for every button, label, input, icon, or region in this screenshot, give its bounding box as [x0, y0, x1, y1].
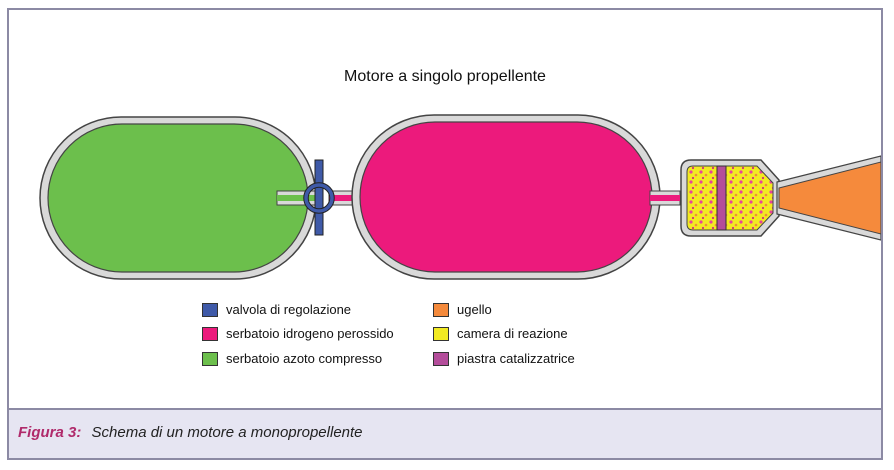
legend-swatch-nitrogen-tank: [202, 351, 218, 366]
legend-swatch-valve: [202, 302, 218, 317]
catalyst-plate: [716, 165, 727, 231]
peroxide-feed-pipe: [649, 190, 681, 206]
legend-item-nozzle: ugello: [433, 302, 492, 317]
legend-swatch-catalyst-plate: [433, 351, 449, 366]
caption-label: Figura 3:: [18, 424, 82, 441]
caption-text: Schema di un motore a monopropellente: [91, 424, 363, 441]
legend-item-reaction-chamber: camera di reazione: [433, 326, 568, 341]
legend-swatch-peroxide-tank: [202, 326, 218, 341]
legend-label-catalyst-plate: piastra catalizzatrice: [457, 351, 575, 366]
peroxide-tank: [351, 114, 661, 280]
figure-caption: Figura 3: Schema di un motore a monoprop…: [18, 424, 363, 441]
legend-item-catalyst-plate: piastra catalizzatrice: [433, 351, 575, 366]
regulation-valve: [303, 159, 335, 236]
legend-label-peroxide-tank: serbatoio idrogeno perossido: [226, 326, 394, 341]
nozzle: [776, 155, 881, 241]
reaction-chamber: [680, 159, 780, 237]
legend-item-peroxide-tank: serbatoio idrogeno perossido: [202, 326, 394, 341]
figure-frame: Motore a singolo propellente: [7, 8, 883, 460]
legend-label-nitrogen-tank: serbatoio azoto compresso: [226, 351, 383, 366]
diagram-title: Motore a singolo propellente: [344, 68, 546, 85]
legend-item-valve: valvola di regolazione: [202, 302, 351, 317]
nitrogen-pipe: [276, 190, 320, 206]
diagram-area: Motore a singolo propellente: [9, 10, 881, 408]
caption-bar: Figura 3: Schema di un motore a monoprop…: [9, 408, 881, 458]
engine-schematic: [39, 114, 881, 280]
legend-swatch-nozzle: [433, 302, 449, 317]
legend-item-nitrogen-tank: serbatoio azoto compresso: [202, 351, 382, 366]
legend-label-valve: valvola di regolazione: [226, 302, 352, 317]
nitrogen-tank: [39, 116, 317, 280]
legend-label-reaction-chamber: camera di reazione: [457, 326, 568, 341]
legend-label-nozzle: ugello: [457, 302, 492, 317]
legend-swatch-reaction-chamber: [433, 326, 449, 341]
